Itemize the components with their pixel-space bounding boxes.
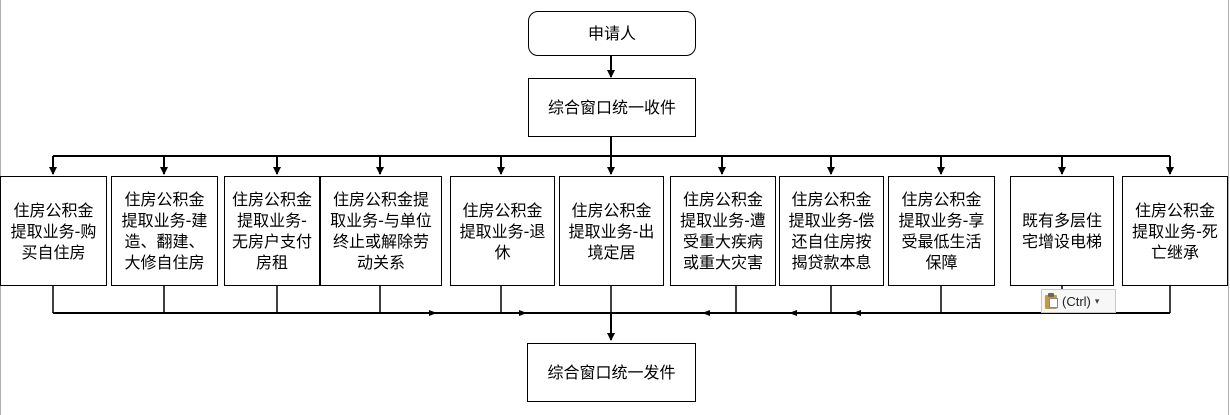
- paste-options-button[interactable]: (Ctrl) ▾: [1041, 289, 1116, 313]
- item-box-11: 住房公积金提取业务-死亡继承: [1122, 176, 1228, 286]
- clipboard-icon: [1045, 293, 1059, 309]
- item-label-11: 住房公积金提取业务-死亡继承: [1132, 200, 1218, 262]
- item-box-2: 住房公积金提取业务-建造、翻建、大修自住房: [111, 176, 218, 286]
- item-box-9: 住房公积金提取业务-享受最低生活保障: [888, 176, 995, 286]
- item-box-3: 住房公积金提取业务-无房户支付房租: [224, 176, 320, 286]
- item-label-4: 住房公积金提取业务-与单位终止或解除劳动关系: [330, 190, 432, 272]
- item-label-8: 住房公积金提取业务-偿还自住房按揭贷款本息: [788, 190, 875, 272]
- item-box-7: 住房公积金提取业务-遭受重大疾病或重大灾害: [670, 176, 776, 286]
- applicant-label: 申请人: [587, 24, 636, 43]
- issue-label: 综合窗口统一发件: [547, 363, 676, 382]
- item-box-10: 既有多层住宅增设电梯: [1010, 176, 1114, 286]
- item-label-6: 住房公积金提取业务-出境定居: [568, 200, 655, 262]
- item-label-3: 住房公积金提取业务-无房户支付房租: [231, 190, 312, 272]
- issue-node: 综合窗口统一发件: [527, 343, 696, 402]
- dropdown-caret-icon: ▾: [1094, 295, 1100, 306]
- item-label-10: 既有多层住宅增设电梯: [1021, 211, 1102, 251]
- item-box-6: 住房公积金提取业务-出境定居: [559, 176, 664, 286]
- item-label-7: 住房公积金提取业务-遭受重大疾病或重大灾害: [680, 190, 766, 272]
- item-box-5: 住房公积金提取业务-退休: [450, 176, 555, 286]
- item-label-9: 住房公积金提取业务-享受最低生活保障: [898, 190, 985, 272]
- item-label-1: 住房公积金提取业务-购买自住房: [10, 200, 97, 262]
- paste-options-label: (Ctrl): [1062, 293, 1091, 309]
- item-label-2: 住房公积金提取业务-建造、翻建、大修自住房: [121, 190, 208, 272]
- item-label-5: 住房公积金提取业务-退休: [459, 200, 546, 262]
- item-box-1: 住房公积金提取业务-购买自住房: [0, 176, 107, 286]
- item-box-8: 住房公积金提取业务-偿还自住房按揭贷款本息: [779, 176, 884, 286]
- item-box-4: 住房公积金提取业务-与单位终止或解除劳动关系: [320, 176, 442, 286]
- applicant-node: 申请人: [528, 11, 696, 56]
- intake-node: 综合窗口统一收件: [528, 78, 696, 137]
- right-edge-line: [1228, 0, 1229, 415]
- intake-label: 综合窗口统一收件: [547, 98, 676, 117]
